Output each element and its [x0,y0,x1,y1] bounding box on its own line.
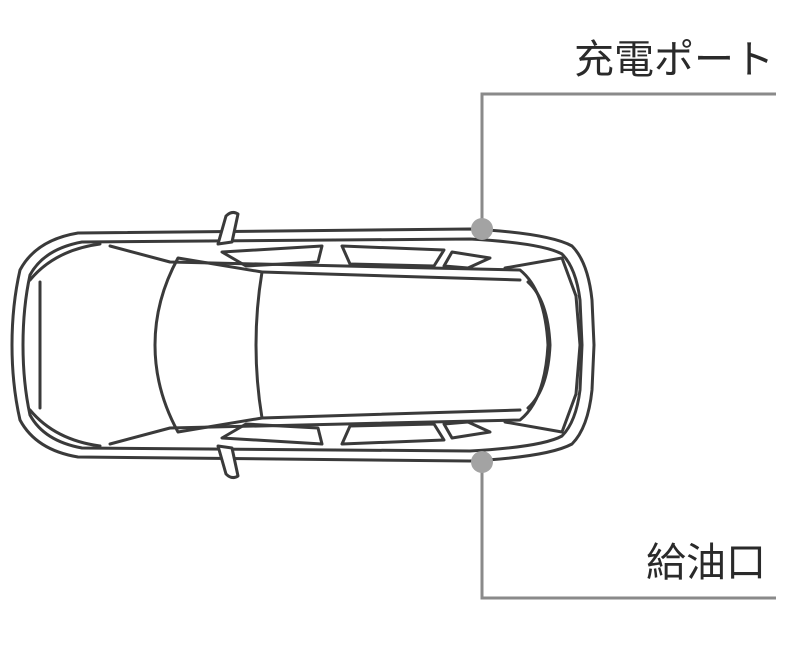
front-bumper [574,294,582,396]
hood-top [503,256,578,298]
fuel-inlet-label: 給油口 [646,540,766,586]
charging-port-leader-line [480,92,776,229]
side-window-bottom-mid [340,422,446,446]
leader-lines [480,92,776,600]
side-window-bottom-rear [220,422,324,446]
side-mirror-bottom [216,444,240,480]
fuel-inlet-marker [471,451,493,473]
roof-rail-top [260,270,522,282]
car-outline [10,210,596,480]
charging-port-marker [471,218,493,240]
side-window-bottom-front [442,420,492,440]
side-window-top-front [442,250,492,270]
rear-window [153,256,264,434]
rear-lamp-top [28,242,102,282]
windshield [526,280,552,410]
side-window-top-mid [340,244,446,268]
side-mirror-top [216,210,240,246]
hood-bottom [503,392,578,434]
rear-lamp-bottom [28,408,102,448]
car-body-inner [21,237,584,453]
side-window-top-rear [220,244,324,268]
fuel-inlet-leader-line [480,462,776,600]
roof-rail-bottom [260,408,522,420]
charging-port-label: 充電ポート [574,37,774,83]
roof-outline [108,244,550,446]
